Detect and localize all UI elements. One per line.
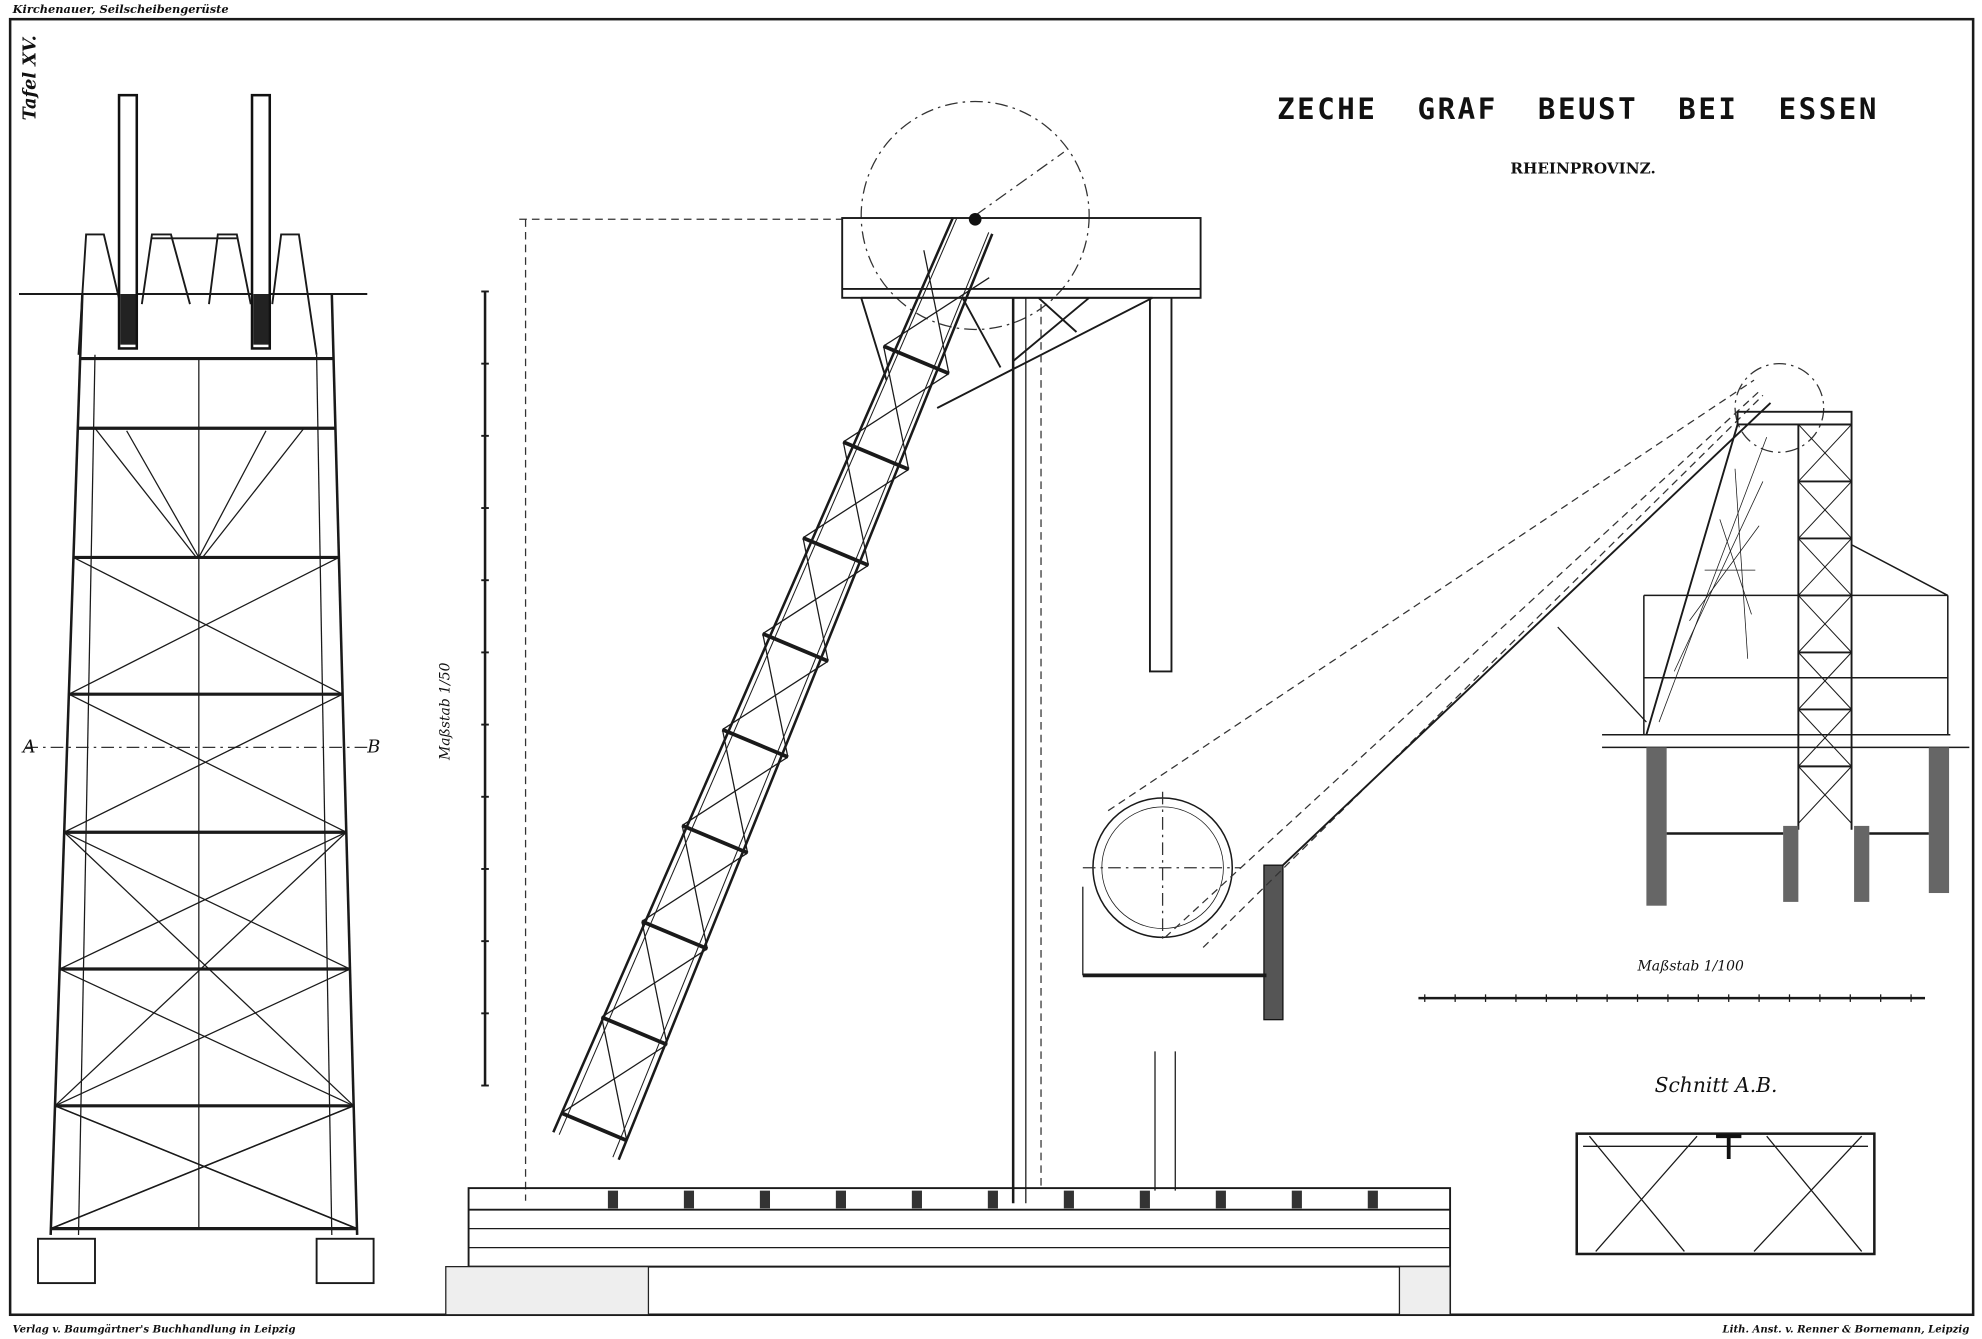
strut-diagonal bbox=[802, 537, 829, 662]
tower-brace bbox=[68, 693, 347, 833]
tower-brace bbox=[94, 427, 197, 558]
tower-brace bbox=[54, 1105, 358, 1230]
vertical-scale-label: Maßstab 1/50 bbox=[438, 662, 454, 761]
tower-brace bbox=[73, 556, 343, 695]
tower-brace bbox=[1797, 595, 1852, 653]
strut-batten bbox=[842, 440, 910, 472]
strut-batten bbox=[681, 823, 749, 855]
tower-leg bbox=[330, 293, 359, 1236]
strut-diagonal bbox=[762, 633, 789, 758]
strut-diagonal bbox=[681, 825, 708, 949]
tower-brace bbox=[1797, 481, 1852, 539]
tower-brace bbox=[1797, 424, 1852, 482]
series-title: Kirchenauer, Seilscheibengerüste bbox=[12, 2, 229, 16]
anchor-block bbox=[607, 1190, 619, 1209]
head-sheave-outline bbox=[860, 100, 1090, 331]
anchor-block bbox=[1215, 1190, 1226, 1209]
anchor-block bbox=[759, 1190, 771, 1209]
strut-diagonal bbox=[923, 250, 950, 374]
tower-leg bbox=[315, 354, 333, 1235]
strut-diagonal bbox=[842, 441, 870, 566]
anchor-block bbox=[1063, 1190, 1074, 1209]
foundation bbox=[445, 1187, 1452, 1316]
tower-brace bbox=[54, 831, 347, 1107]
tower-brace bbox=[59, 831, 347, 970]
tower-brace bbox=[63, 831, 351, 970]
tower-brace bbox=[126, 430, 200, 558]
tower-brace bbox=[50, 1105, 354, 1230]
strut-diagonal bbox=[1734, 468, 1749, 659]
drawing-title: ZECHE GRAF BEUST BEI ESSEN bbox=[1277, 92, 1879, 126]
lithographer-credit: Lith. Anst. v. Renner & Bornemann, Leipz… bbox=[1722, 1323, 1970, 1335]
tower-brace bbox=[1797, 709, 1852, 767]
section-title: Schnitt A.B. bbox=[1655, 1073, 1778, 1097]
tower-brace bbox=[59, 968, 354, 1107]
tower-brace bbox=[198, 430, 267, 558]
publisher-credit: Verlag v. Baumgärtner's Buchhandlung in … bbox=[13, 1323, 296, 1335]
tower-leg bbox=[49, 293, 84, 1236]
strut-batten bbox=[762, 631, 829, 663]
strut-batten bbox=[721, 727, 789, 759]
strut-batten bbox=[641, 919, 709, 951]
anchor-block bbox=[1291, 1190, 1302, 1209]
rope-sheave-left bbox=[117, 93, 139, 350]
horizontal-scale-label: Maßstab 1/100 bbox=[1637, 958, 1744, 974]
strut-diagonal bbox=[721, 729, 749, 854]
vertical-scale-bar: Maßstab 1/50 bbox=[438, 290, 489, 1087]
strut-diagonal bbox=[882, 345, 910, 470]
strut-diagonal bbox=[1673, 481, 1764, 672]
strut-chord bbox=[558, 218, 957, 1135]
anchor-block bbox=[911, 1190, 922, 1209]
plate-border bbox=[8, 17, 1975, 1317]
drawing-subtitle: RHEINPROVINZ. bbox=[1510, 160, 1655, 178]
strut-diagonal bbox=[1719, 519, 1752, 615]
section-mark-a: A bbox=[21, 737, 36, 757]
section-ab: Schnitt A.B. bbox=[1575, 1073, 1876, 1256]
anchor-block bbox=[987, 1190, 998, 1209]
strut-diagonal bbox=[1689, 525, 1760, 621]
head-platform bbox=[841, 217, 1202, 299]
inclined-strut bbox=[552, 216, 994, 1161]
section-mark-b: B bbox=[366, 737, 380, 757]
plate-number: Tafel XV. bbox=[19, 35, 40, 120]
tower-brace bbox=[202, 427, 305, 558]
horizontal-scale-bar: Maßstab 1/100 bbox=[1418, 958, 1926, 1002]
front-elevation: A B bbox=[18, 93, 380, 1285]
strut-batten bbox=[882, 344, 950, 376]
strut-chord bbox=[552, 216, 955, 1133]
strut-diagonal bbox=[601, 1017, 628, 1141]
tower-brace bbox=[63, 831, 355, 1107]
strut-chord bbox=[612, 232, 990, 1158]
winding-drum-area bbox=[1082, 379, 1772, 1021]
strut-batten bbox=[560, 1111, 628, 1143]
anchor-block bbox=[835, 1190, 846, 1209]
tower-brace bbox=[1797, 766, 1852, 824]
side-view-small bbox=[1602, 363, 1970, 906]
anchor-block bbox=[1139, 1190, 1150, 1209]
strut-batten bbox=[802, 536, 870, 568]
strut-chord bbox=[617, 233, 994, 1161]
tower-brace bbox=[68, 556, 340, 695]
strut-diagonal bbox=[1658, 436, 1768, 723]
anchor-block bbox=[1367, 1190, 1378, 1209]
tower-brace bbox=[54, 968, 351, 1107]
tower-brace bbox=[63, 693, 343, 833]
anchor-block bbox=[683, 1190, 695, 1209]
tower-brace bbox=[1797, 652, 1852, 710]
side-elevation bbox=[445, 100, 1452, 1316]
strut-diagonal bbox=[641, 921, 668, 1045]
rope-sheave-right bbox=[250, 93, 272, 350]
strut-batten bbox=[600, 1015, 668, 1047]
tower-leg bbox=[77, 354, 96, 1235]
tower-brace bbox=[1797, 538, 1852, 596]
